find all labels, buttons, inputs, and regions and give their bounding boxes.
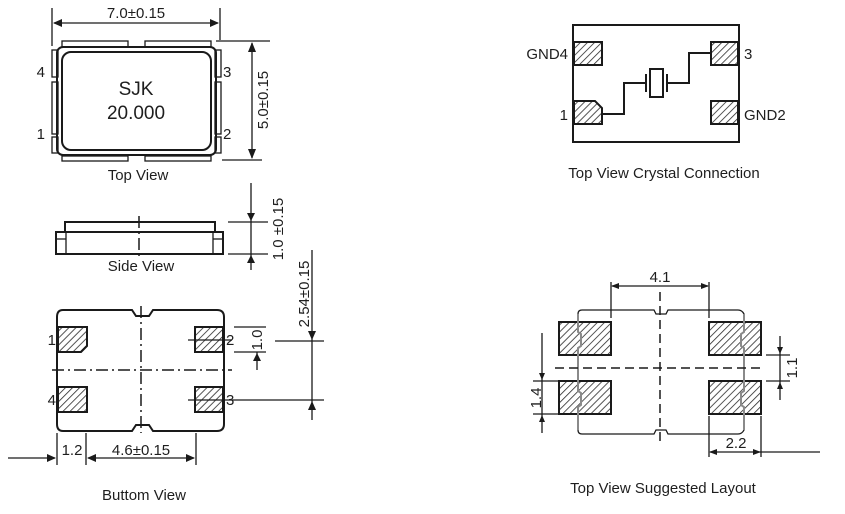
- top-view: 7.0±0.15 SJK 20.000 1 2 3 4 5.0±0.15 Top…: [37, 5, 272, 184]
- span-dim-label: 4.6±0.15: [112, 442, 170, 459]
- bottom-pad-4: [57, 386, 88, 413]
- connection-label-gnd2: GND2: [744, 107, 786, 124]
- bottom-pad-height-label: 1.0: [249, 330, 266, 351]
- bottom-pin-label-3: 3: [226, 392, 234, 409]
- marking-frequency: 20.000: [107, 103, 165, 124]
- width-dim-label: 7.0±0.15: [107, 5, 165, 22]
- connection-pad-gnd2: [710, 100, 739, 125]
- layout-gap-dim-label: 4.1: [650, 269, 671, 286]
- height-dim-label: 5.0±0.15: [255, 71, 272, 129]
- top-view-caption: Top View: [108, 167, 169, 184]
- thickness-dim-label: 1.0 ±0.15: [270, 198, 287, 260]
- layout-pad-top-right: [708, 321, 762, 356]
- pin-label-4: 4: [37, 64, 45, 81]
- pin-label-1: 1: [37, 126, 45, 143]
- side-view-caption: Side View: [108, 258, 175, 275]
- bottom-pin-label-1: 1: [48, 332, 56, 349]
- arrow-icon: [611, 283, 619, 289]
- suggested-layout-caption: Top View Suggested Layout: [570, 480, 757, 497]
- arrow-icon: [87, 454, 96, 462]
- arrow-icon: [777, 382, 783, 389]
- connection-pad-gnd4: [573, 41, 603, 66]
- side-lid: [64, 221, 216, 233]
- crystal-symbol-icon: [645, 68, 668, 98]
- arrow-icon: [248, 149, 256, 159]
- connection-wire: [602, 82, 645, 115]
- layout-package-edge: [577, 314, 582, 430]
- bottom-view: 1 2 3 4 1.0 2.54±0.15 1.2 4.6±0.15 Butto…: [8, 250, 324, 504]
- bottom-pad-1: [57, 326, 88, 353]
- layout-pad-top-left: [558, 321, 612, 356]
- suggested-layout: 4.1 1.1 1.4 2.2 Top View Suggested Layou…: [528, 269, 820, 497]
- arrow-icon: [701, 283, 709, 289]
- layout-pad-height-label: 1.4: [528, 388, 545, 409]
- package-body: [56, 46, 217, 156]
- arrow-icon: [253, 353, 261, 361]
- layout-package-outline: [577, 309, 745, 435]
- arrow-icon: [777, 347, 783, 354]
- layout-package-edge: [740, 314, 745, 430]
- bottom-view-caption: Buttom View: [102, 487, 186, 504]
- bottom-package-outline: [56, 309, 225, 432]
- side-view: Side View 1.0 ±0.15: [55, 183, 287, 275]
- connection-pad-1: [573, 100, 603, 125]
- connection-label-1: 1: [560, 107, 568, 124]
- connection-package-outline: [572, 24, 740, 143]
- layout-pad-bottom-right: [708, 380, 762, 415]
- arrow-icon: [308, 401, 316, 410]
- layout-pad-width-label: 2.2: [726, 435, 747, 452]
- package-tab: [144, 155, 212, 162]
- arrow-icon: [53, 19, 62, 27]
- arrow-icon: [308, 331, 316, 340]
- layout-pad-bottom-left: [558, 380, 612, 415]
- arrow-icon: [709, 449, 717, 455]
- arrow-icon: [47, 454, 56, 462]
- arrow-icon: [247, 255, 255, 263]
- arrow-icon: [248, 42, 256, 52]
- arrow-icon: [539, 415, 545, 422]
- connection-label-gnd4: GND4: [526, 46, 568, 63]
- pitch-dim-label: 2.54±0.15: [296, 261, 313, 328]
- arrow-icon: [539, 373, 545, 380]
- arrow-icon: [753, 449, 761, 455]
- arrow-icon: [186, 454, 195, 462]
- connection-pad-3: [710, 41, 739, 66]
- package-lid: [61, 51, 212, 151]
- bottom-pin-label-4: 4: [48, 392, 56, 409]
- pin-label-2: 2: [223, 126, 231, 143]
- pin-label-3: 3: [223, 64, 231, 81]
- crystal-connection-caption: Top View Crystal Connection: [568, 165, 759, 182]
- bottom-pin-label-2: 2: [226, 332, 234, 349]
- crystal-connection: GND4 3 1 GND2 Top View Crystal Connectio…: [526, 24, 786, 182]
- arrow-icon: [210, 19, 219, 27]
- connection-wire: [668, 52, 711, 84]
- arrow-icon: [247, 213, 255, 221]
- package-tab: [61, 155, 129, 162]
- edge-dim-label: 1.2: [62, 442, 83, 459]
- marking-brand: SJK: [119, 79, 154, 100]
- layout-pad-gap-label: 1.1: [784, 358, 801, 379]
- connection-label-3: 3: [744, 46, 752, 63]
